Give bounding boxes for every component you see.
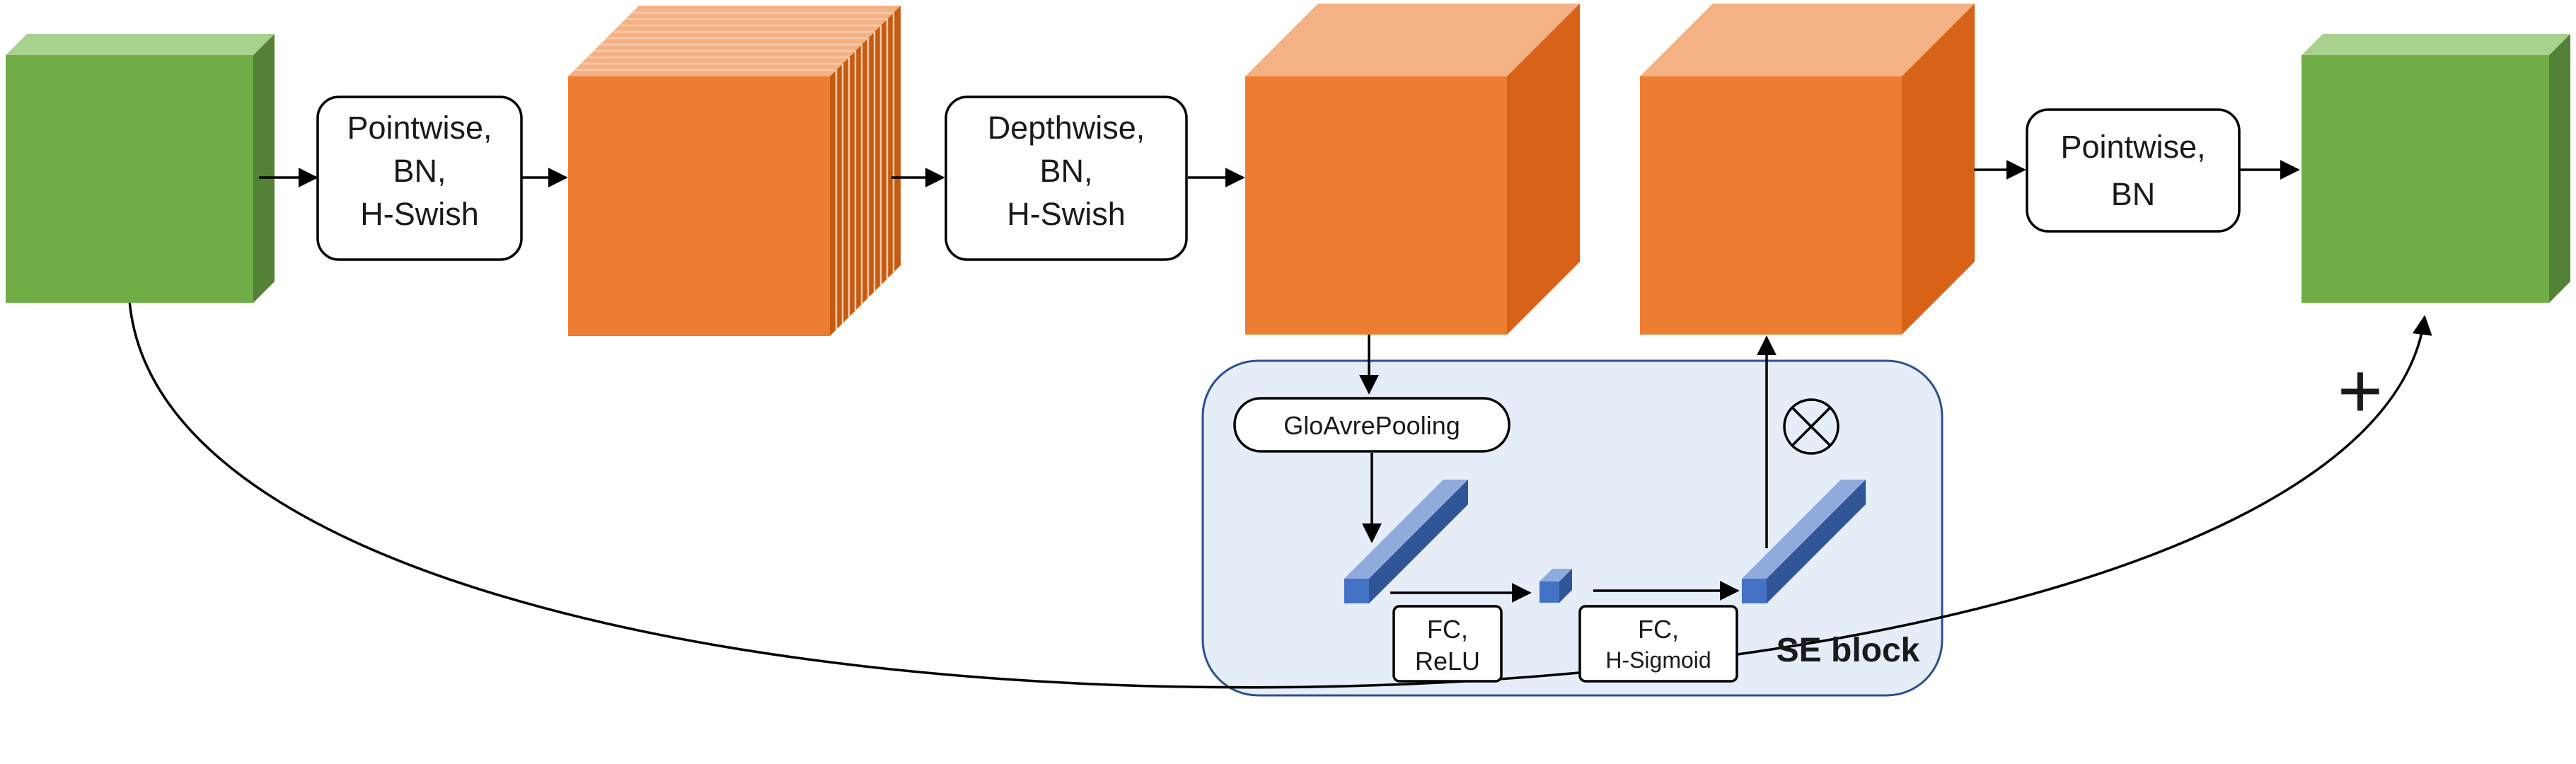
depthwise-line-1: Depthwise, [988, 110, 1145, 146]
squeezed-vector-bar [1540, 569, 1572, 603]
residual-connection-arrow [128, 300, 2432, 689]
depthwise-line-2: BN, [1039, 153, 1092, 189]
pointwise-bn-box: Pointwise, BN [2026, 108, 2241, 233]
fc-relu-line-1: FC, [1427, 615, 1468, 644]
pooling-label: GloAvrePooling [1283, 411, 1460, 440]
se-scaled-feature-cube [1640, 4, 1975, 335]
pooled-vector-bar [1344, 480, 1468, 603]
fc-relu-line-2: ReLU [1415, 647, 1480, 676]
multiply-icon [1783, 398, 1839, 455]
residual-add-symbol: + [2338, 347, 2383, 434]
fc-hsigmoid-box: FC, H-Sigmoid [1578, 605, 1738, 683]
pointwise-1-line-1: Pointwise, [347, 110, 492, 146]
expanded-feature-cube [568, 6, 901, 336]
main-flow-arrows [259, 160, 2300, 187]
pointwise-1-line-2: BN, [393, 153, 446, 189]
global-average-pooling-box: GloAvrePooling [1233, 397, 1511, 453]
input-feature-cube [6, 34, 275, 303]
depthwise-line-3: H-Swish [1007, 196, 1126, 232]
depthwise-bn-hswish-box: Depthwise, BN, H-Swish [945, 96, 1188, 261]
se-block-title: SE block [1777, 632, 1920, 669]
pointwise-2-line-1: Pointwise, [2060, 129, 2205, 165]
pointwise-bn-hswish-box: Pointwise, BN, H-Swish [316, 96, 523, 261]
pointwise-2-line-2: BN [2111, 176, 2156, 212]
fc-relu-box: FC, ReLU [1392, 605, 1503, 683]
pointwise-1-line-3: H-Swish [360, 196, 479, 232]
channel-slice-lines [574, 11, 895, 330]
se-block-internals: GloAvrePooling FC, ReLU [1233, 335, 1920, 683]
depthwise-output-cube [1245, 4, 1580, 335]
output-feature-cube [2301, 34, 2570, 303]
fc-hsigmoid-line-1: FC, [1638, 615, 1679, 644]
fc-hsigmoid-line-2: H-Sigmoid [1605, 647, 1711, 673]
excited-vector-bar [1742, 480, 1866, 603]
